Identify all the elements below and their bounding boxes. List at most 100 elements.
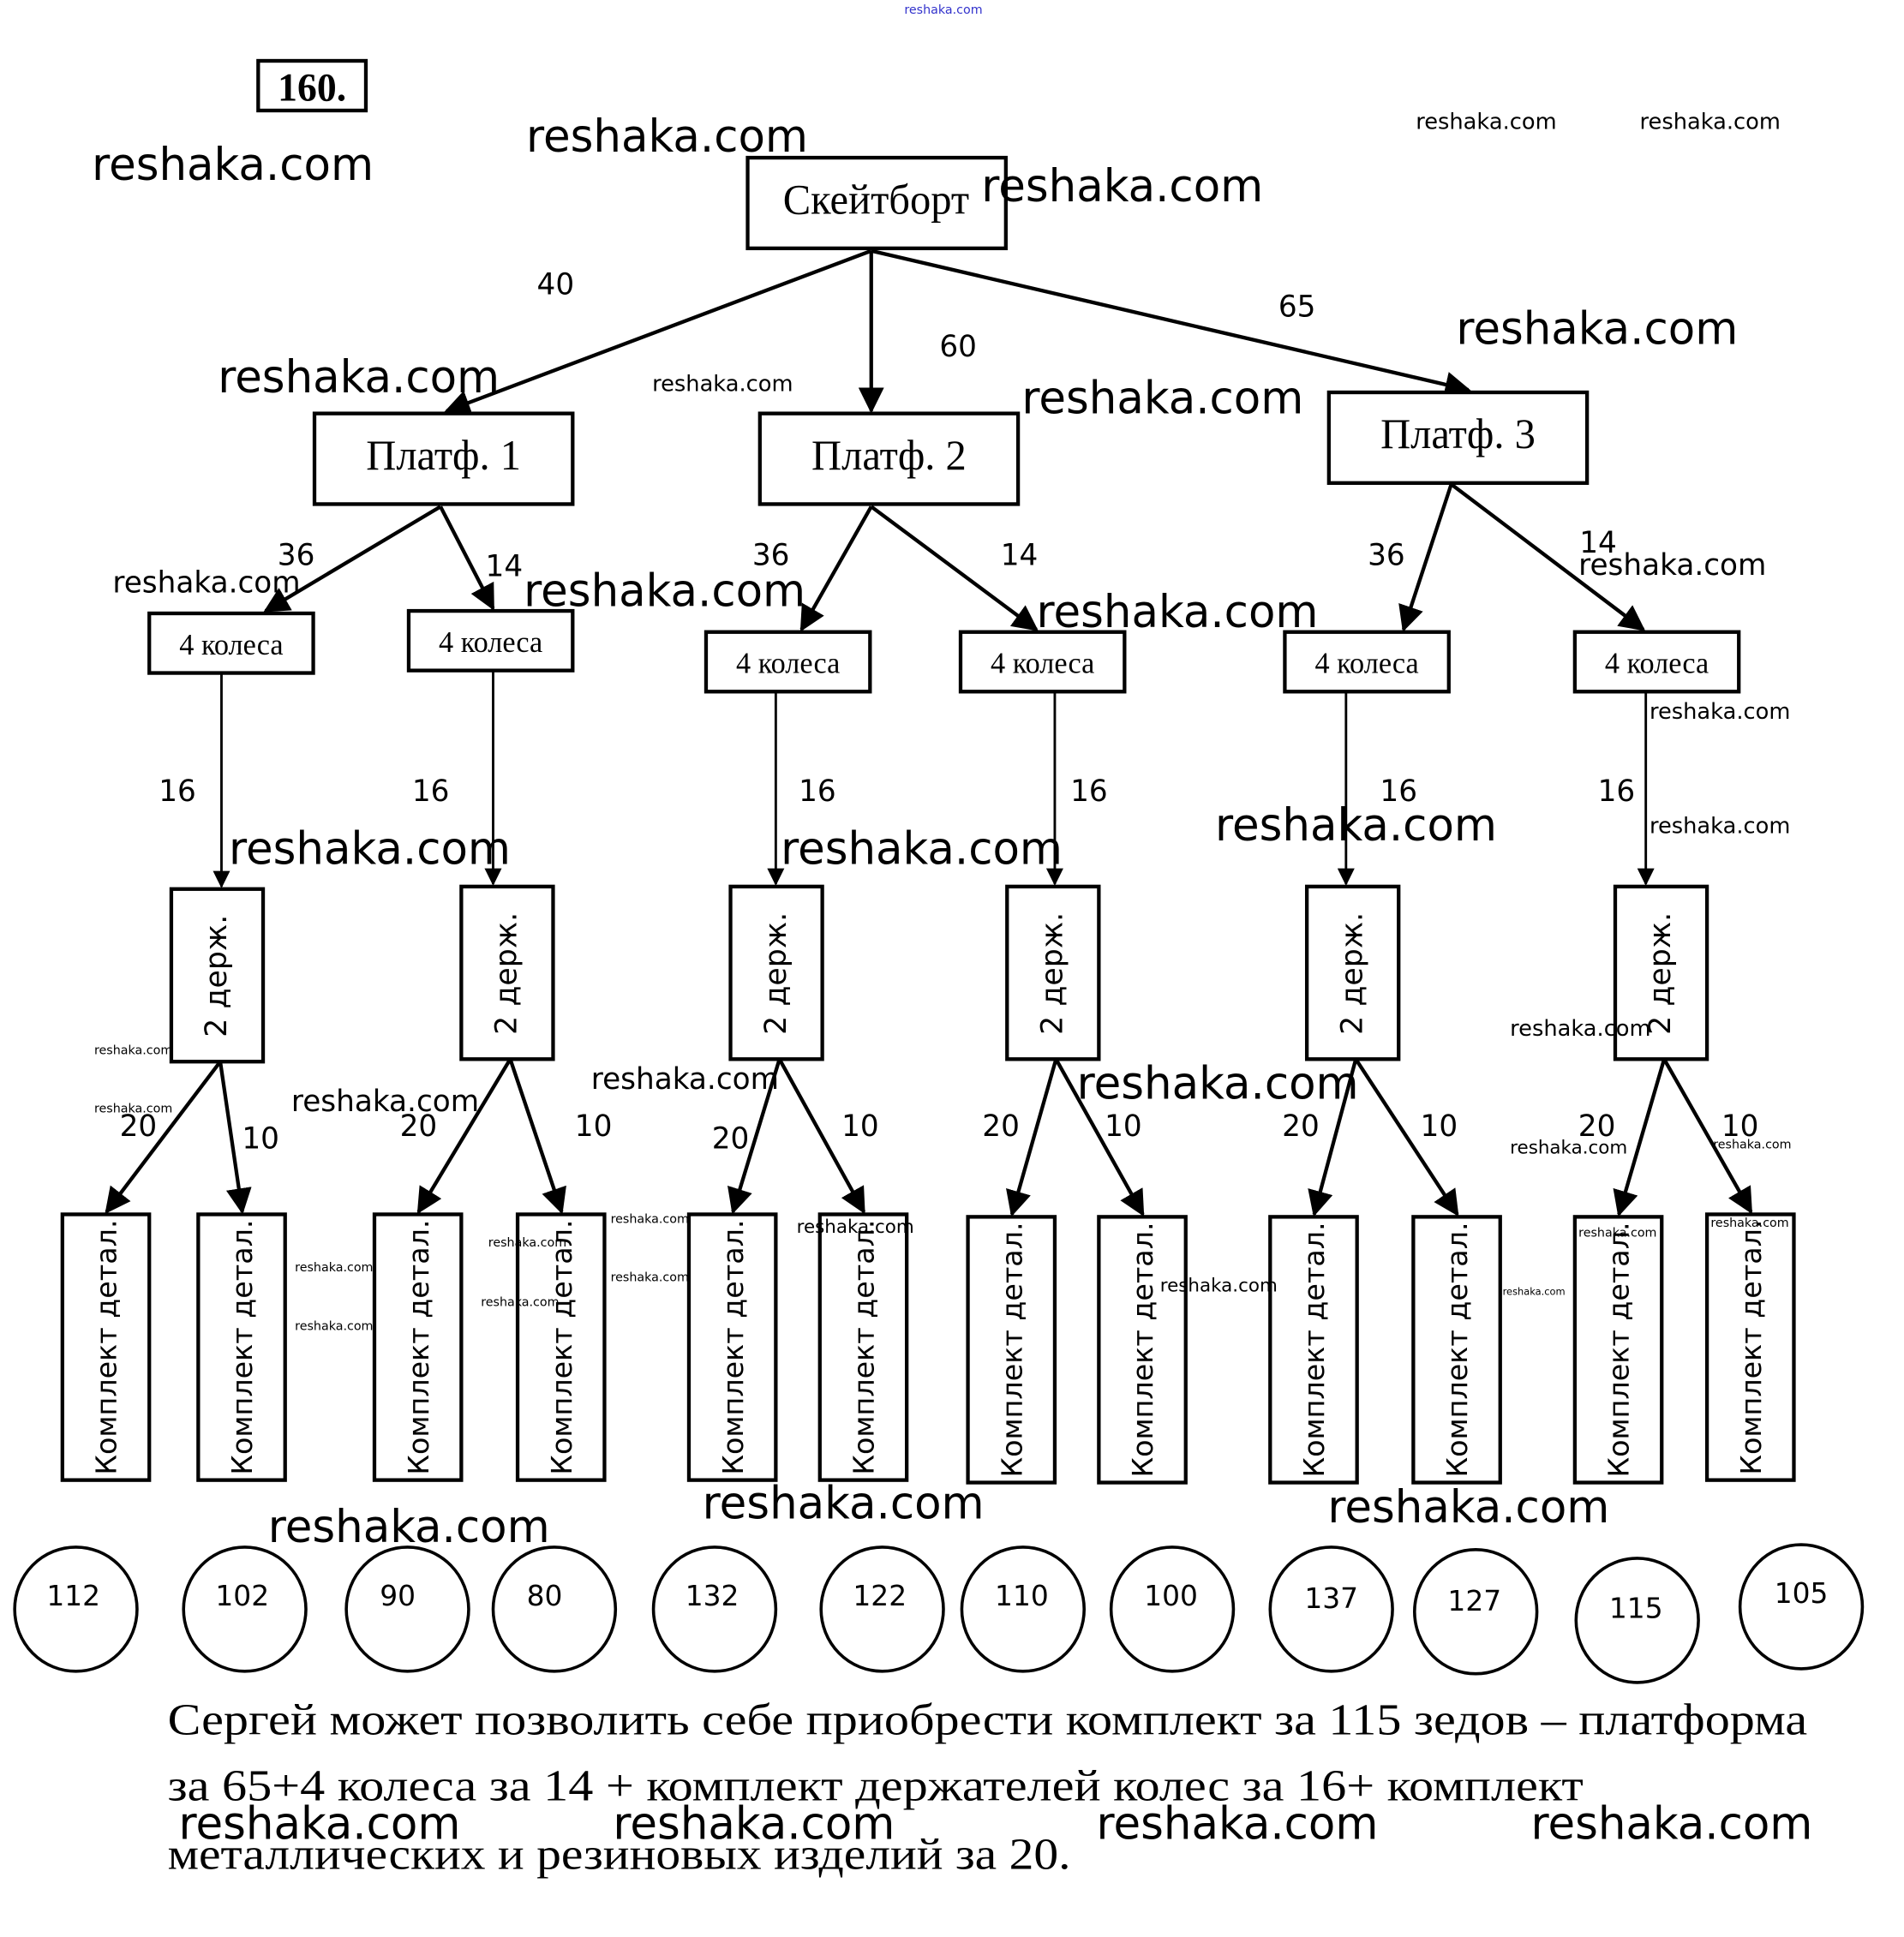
wheels-node	[958, 630, 1127, 694]
kit-label: Комплект детал.	[1297, 1222, 1331, 1477]
holder-label: 2 держ.	[759, 912, 793, 1035]
watermark: reshaka.com	[703, 1478, 985, 1529]
watermark: reshaka.com	[1640, 110, 1781, 135]
watermarks: reshaka.com reshaka.com reshaka.com reshaka…	[92, 110, 1812, 1850]
wheels-price: 36	[1368, 538, 1405, 572]
edge-root-platform-3	[871, 248, 1471, 398]
holder-price: 16	[1070, 774, 1108, 809]
kit-price: 20	[1578, 1109, 1616, 1144]
kit-price: 20	[982, 1109, 1020, 1144]
total-circle	[344, 1545, 470, 1673]
edge-platform-wheels	[799, 505, 873, 632]
root-label: Скейтборт	[783, 176, 969, 223]
edge-holder-kit	[1006, 1058, 1058, 1217]
wheels-price: 14	[1579, 526, 1617, 560]
total-circle	[13, 1545, 139, 1673]
watermark: reshaka.com	[526, 111, 808, 162]
edge-holder-kit	[218, 1061, 252, 1215]
kit-price: 10	[1721, 1109, 1759, 1144]
total-circle	[1268, 1545, 1394, 1673]
wheels-node	[1283, 630, 1451, 694]
platform-node-3	[1326, 390, 1590, 485]
answer-line-2: за 65+4 колеса за 14 + комплект держател…	[168, 1761, 1584, 1810]
watermark: reshaka.com	[178, 1798, 460, 1850]
watermark: reshaka.com	[1503, 1286, 1566, 1298]
watermark: reshaka.com	[94, 1043, 172, 1057]
total-value: 137	[1304, 1581, 1358, 1615]
edge-holder-kit	[508, 1058, 566, 1215]
holder-price: 16	[412, 774, 450, 809]
watermark: reshaka.com	[591, 1062, 779, 1097]
kit-label: Комплект детал.	[1602, 1222, 1636, 1477]
wheels-node	[704, 630, 872, 694]
wheels-node	[1572, 630, 1741, 694]
watermark: reshaka.com	[1578, 1226, 1656, 1240]
problem-number: 160.	[278, 65, 346, 109]
kit-node	[1411, 1215, 1502, 1485]
total-circle	[491, 1545, 618, 1673]
total-value: 132	[686, 1579, 739, 1612]
watermark: reshaka.com	[1456, 303, 1738, 355]
holder-label: 2 держ.	[1336, 912, 1370, 1035]
total-value: 80	[527, 1579, 563, 1612]
kit-price: 20	[400, 1109, 438, 1144]
holder-node	[728, 884, 824, 1061]
platform-label-1: Платф. 1	[366, 432, 521, 479]
total-circle	[960, 1545, 1087, 1673]
edge-root-platform-1	[444, 248, 872, 415]
total-circle	[651, 1545, 778, 1673]
wheels-node	[147, 611, 315, 675]
kit-price: 10	[575, 1109, 613, 1144]
watermark: reshaka.com	[1077, 1058, 1359, 1109]
kit-node	[966, 1215, 1057, 1485]
holder-price: 16	[1380, 774, 1417, 809]
watermark: reshaka.com	[1021, 373, 1303, 424]
kit-label: Комплект детал.	[90, 1219, 123, 1474]
kit-label: Комплект детал.	[1440, 1222, 1474, 1477]
kit-label: Комплект детал.	[225, 1219, 259, 1474]
watermark: reshaka.com	[295, 1319, 373, 1333]
kit-label: Комплект детал.	[1126, 1222, 1159, 1477]
total-value: 105	[1775, 1576, 1829, 1610]
watermark: reshaka.com	[1510, 1016, 1650, 1042]
watermark: reshaka.com	[1710, 1217, 1788, 1230]
platform-price-3: 65	[1278, 290, 1316, 324]
watermark: reshaka.com	[481, 1296, 559, 1310]
kit-node	[60, 1212, 152, 1482]
platform-label-2: Платф. 2	[811, 432, 967, 479]
watermark: reshaka.com	[94, 1103, 172, 1116]
kit-price: 10	[242, 1121, 279, 1156]
kit-label: Комплект детал.	[716, 1219, 750, 1474]
holder-node	[1613, 884, 1709, 1061]
problem-number-badge: 160.	[256, 58, 368, 113]
wheels-label: 4 колеса	[991, 647, 1094, 679]
edge-holder-kit	[1613, 1058, 1667, 1217]
holder-label: 2 держ.	[200, 915, 234, 1037]
root-node: Скейтборт	[745, 155, 1008, 251]
kit-label: Комплект детал.	[847, 1219, 881, 1474]
holder-node	[1005, 884, 1101, 1061]
watermark: reshaka.com	[1160, 1275, 1278, 1296]
kit-node	[1704, 1212, 1796, 1482]
holder-price: 16	[1598, 774, 1636, 809]
edge-platform-wheels	[1398, 483, 1453, 632]
watermark: reshaka.com	[268, 1502, 550, 1553]
total-value: 102	[215, 1579, 269, 1612]
total-circle	[819, 1545, 945, 1673]
kit-node	[817, 1212, 909, 1482]
wheels-label: 4 колеса	[736, 647, 840, 679]
wheels-price: 14	[1001, 538, 1039, 572]
edge-holder-kit	[416, 1058, 512, 1215]
total-circle	[182, 1545, 308, 1673]
kit-node	[1097, 1215, 1188, 1485]
kit-price: 20	[1282, 1109, 1320, 1144]
watermark: reshaka.com	[611, 1271, 689, 1285]
edge-platform-wheels	[1450, 482, 1646, 631]
kit-price: 20	[712, 1121, 750, 1156]
platform-node-2	[757, 411, 1021, 506]
watermark: reshaka.com	[295, 1261, 373, 1275]
total-circle	[1738, 1543, 1865, 1671]
edge-holder-kit	[1354, 1058, 1459, 1217]
kit-price: 20	[120, 1109, 158, 1144]
